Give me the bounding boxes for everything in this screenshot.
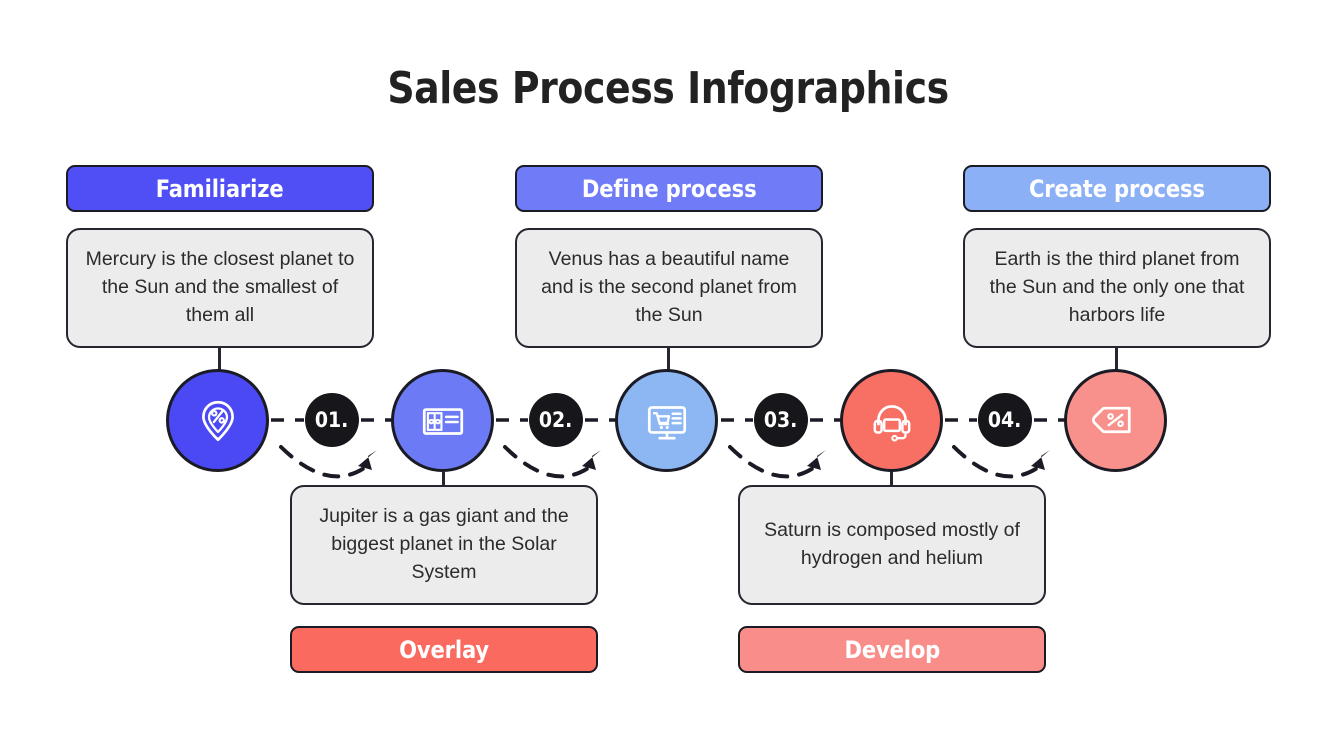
description-box-develop: Saturn is composed mostly of hydrogen an… xyxy=(738,485,1046,605)
curved-arrow-1 xyxy=(279,445,374,479)
arrowhead-4 xyxy=(1031,450,1050,470)
pill-develop[interactable]: Develop xyxy=(738,626,1046,673)
pill-label: Familiarize xyxy=(156,174,284,203)
description-box-familiarize: Mercury is the closest planet to the Sun… xyxy=(66,228,374,348)
online-shopping-monitor-icon xyxy=(647,405,686,440)
step-number: 03. xyxy=(764,408,798,432)
description-box-create-process: Earth is the third planet from the Sun a… xyxy=(963,228,1271,348)
icon-circle-location-pin-percent[interactable] xyxy=(166,369,269,472)
page-title: Sales Process Infographics xyxy=(387,63,949,114)
description-text: Venus has a beautiful name and is the se… xyxy=(541,248,797,326)
arrowhead-3 xyxy=(807,450,826,470)
icon-circle-online-shopping[interactable] xyxy=(615,369,718,472)
step-badge-02[interactable]: 02. xyxy=(529,393,583,447)
location-pin-percent-icon xyxy=(201,400,234,441)
icon-circle-discount-tag[interactable] xyxy=(1064,369,1167,472)
gift-card-icon xyxy=(422,407,463,435)
description-text: Saturn is composed mostly of hydrogen an… xyxy=(764,519,1020,569)
step-badge-04[interactable]: 04. xyxy=(978,393,1032,447)
pill-familiarize[interactable]: Familiarize xyxy=(66,165,374,212)
pill-label: Develop xyxy=(844,635,940,664)
stem-define-process xyxy=(667,348,670,372)
pill-label: Create process xyxy=(1029,174,1205,203)
pill-define-process[interactable]: Define process xyxy=(515,165,823,212)
curved-arrow-2 xyxy=(503,445,598,479)
description-text: Mercury is the closest planet to the Sun… xyxy=(85,248,355,326)
pill-create-process[interactable]: Create process xyxy=(963,165,1271,212)
stem-familiarize xyxy=(218,348,221,372)
arrowhead-1 xyxy=(358,450,377,470)
step-number: 04. xyxy=(988,408,1022,432)
icon-circle-gift-card[interactable] xyxy=(391,369,494,472)
pill-overlay[interactable]: Overlay xyxy=(290,626,598,673)
stem-develop xyxy=(890,472,893,496)
curved-arrow-4 xyxy=(952,445,1047,479)
step-badge-01[interactable]: 01. xyxy=(305,393,359,447)
pill-label: Overlay xyxy=(399,635,489,664)
description-text: Earth is the third planet from the Sun a… xyxy=(989,248,1245,326)
description-box-define-process: Venus has a beautiful name and is the se… xyxy=(515,228,823,348)
description-box-overlay: Jupiter is a gas giant and the biggest p… xyxy=(290,485,598,605)
pill-label: Define process xyxy=(581,174,757,203)
step-number: 01. xyxy=(315,408,349,432)
discount-tag-icon xyxy=(1091,406,1131,433)
description-text: Jupiter is a gas giant and the biggest p… xyxy=(319,505,569,583)
curved-arrow-3 xyxy=(728,445,823,479)
headset-support-icon xyxy=(873,404,910,442)
stem-overlay xyxy=(442,472,445,496)
icon-circle-headset-support[interactable] xyxy=(840,369,943,472)
step-badge-03[interactable]: 03. xyxy=(754,393,808,447)
arrowhead-2 xyxy=(582,450,601,470)
step-number: 02. xyxy=(539,408,573,432)
stem-create-process xyxy=(1115,348,1118,372)
